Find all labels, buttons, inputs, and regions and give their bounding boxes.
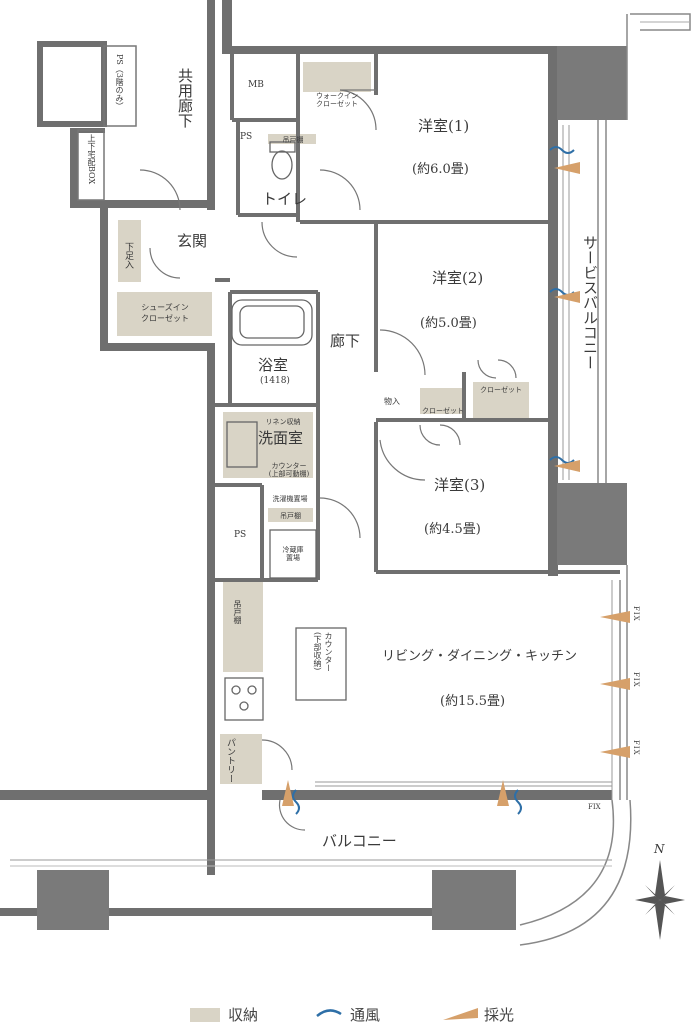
room-entrance-name: 玄関: [177, 232, 208, 250]
label-hanging-cabinet-toilet: 吊戸棚: [282, 136, 304, 144]
label-mb: MB: [248, 80, 264, 90]
label-ps-wash: PS: [234, 530, 247, 540]
label-fridge: 冷蔵庫 置場: [282, 546, 304, 562]
label-walk-in-closet: ウォークイン クローゼット: [316, 92, 358, 108]
room-common-corridor-name: 共用廊下: [176, 68, 194, 128]
label-fix-2: FIX: [632, 672, 640, 688]
label-laundry: 洗濯機置場: [272, 495, 308, 503]
legend-daylight-label: 採光: [484, 1006, 515, 1024]
room-corridor-name: 廊下: [330, 332, 361, 350]
label-closet: クローゼット: [480, 386, 522, 394]
room-western1-name: 洋室(1): [418, 117, 470, 135]
room-balcony-name: バルコニー: [322, 832, 397, 850]
outer-walls: [0, 0, 612, 916]
label-fix-4: FIX: [588, 803, 601, 811]
room-western3-area: (約4.5畳): [424, 522, 481, 537]
legend-ventilation-label: 通風: [350, 1006, 381, 1024]
label-fix-3: FIX: [632, 740, 640, 756]
compass-north-label: N: [654, 842, 665, 856]
columns: [37, 46, 627, 930]
daylight-marks: [282, 162, 630, 806]
room-western3-name: 洋室(3): [434, 476, 486, 494]
label-monoire: 物入: [384, 397, 400, 406]
legend-daylight: 採光: [484, 1004, 514, 1025]
room-western1-area: (約6.0畳): [412, 162, 469, 177]
compass-icon: [635, 860, 685, 940]
legend-storage-swatch: [190, 1007, 220, 1022]
room-bath-name: 浴室: [258, 356, 289, 374]
label-shoes-in-closet: シューズイン クローゼット: [141, 303, 189, 323]
room-bath-size: (1418): [260, 376, 290, 386]
label-closet2: クローゼット: [422, 407, 464, 415]
room-ldk-area: (約15.5畳): [440, 694, 506, 709]
label-hanging-cabinet-kitchen: 吊戸棚: [233, 600, 242, 624]
fixtures: [224, 141, 347, 721]
interior-walls: [215, 54, 620, 582]
storage-areas: [117, 62, 529, 784]
room-toilet-name: トイレ: [262, 190, 308, 208]
legend-ventilation: 通風: [350, 1004, 380, 1025]
label-shoe-box: 下足入: [123, 242, 133, 269]
label-hanging-cabinet-wash: 吊戸棚: [280, 512, 301, 520]
legend-swatches: [316, 1008, 478, 1020]
room-western2-area: (約5.0畳): [420, 316, 477, 331]
legend-storage-label: 収納: [228, 1006, 259, 1024]
label-delivery-box: 上下宅配BOX: [87, 134, 96, 185]
door-swings: [139, 89, 517, 831]
room-western2-name: 洋室(2): [432, 269, 484, 287]
label-ps-top: PS（3階のみ）: [115, 54, 124, 110]
label-counter-wash: カウンター (上部可動棚): [268, 462, 310, 478]
room-ldk-name: リビング・ダイニング・キッチン: [382, 649, 578, 664]
label-linen: リネン収納: [265, 418, 301, 426]
label-pantry: パントリー: [225, 738, 235, 783]
label-fix-1: FIX: [632, 606, 640, 622]
label-ps-toilet: PS: [240, 132, 253, 142]
legend-storage: 収納: [190, 1004, 258, 1025]
room-service-balcony-name: サービスバルコニー: [581, 235, 599, 370]
room-washroom-name: 洗面室: [258, 429, 304, 447]
label-counter-kitchen: カウンター (下部収納): [313, 632, 333, 672]
